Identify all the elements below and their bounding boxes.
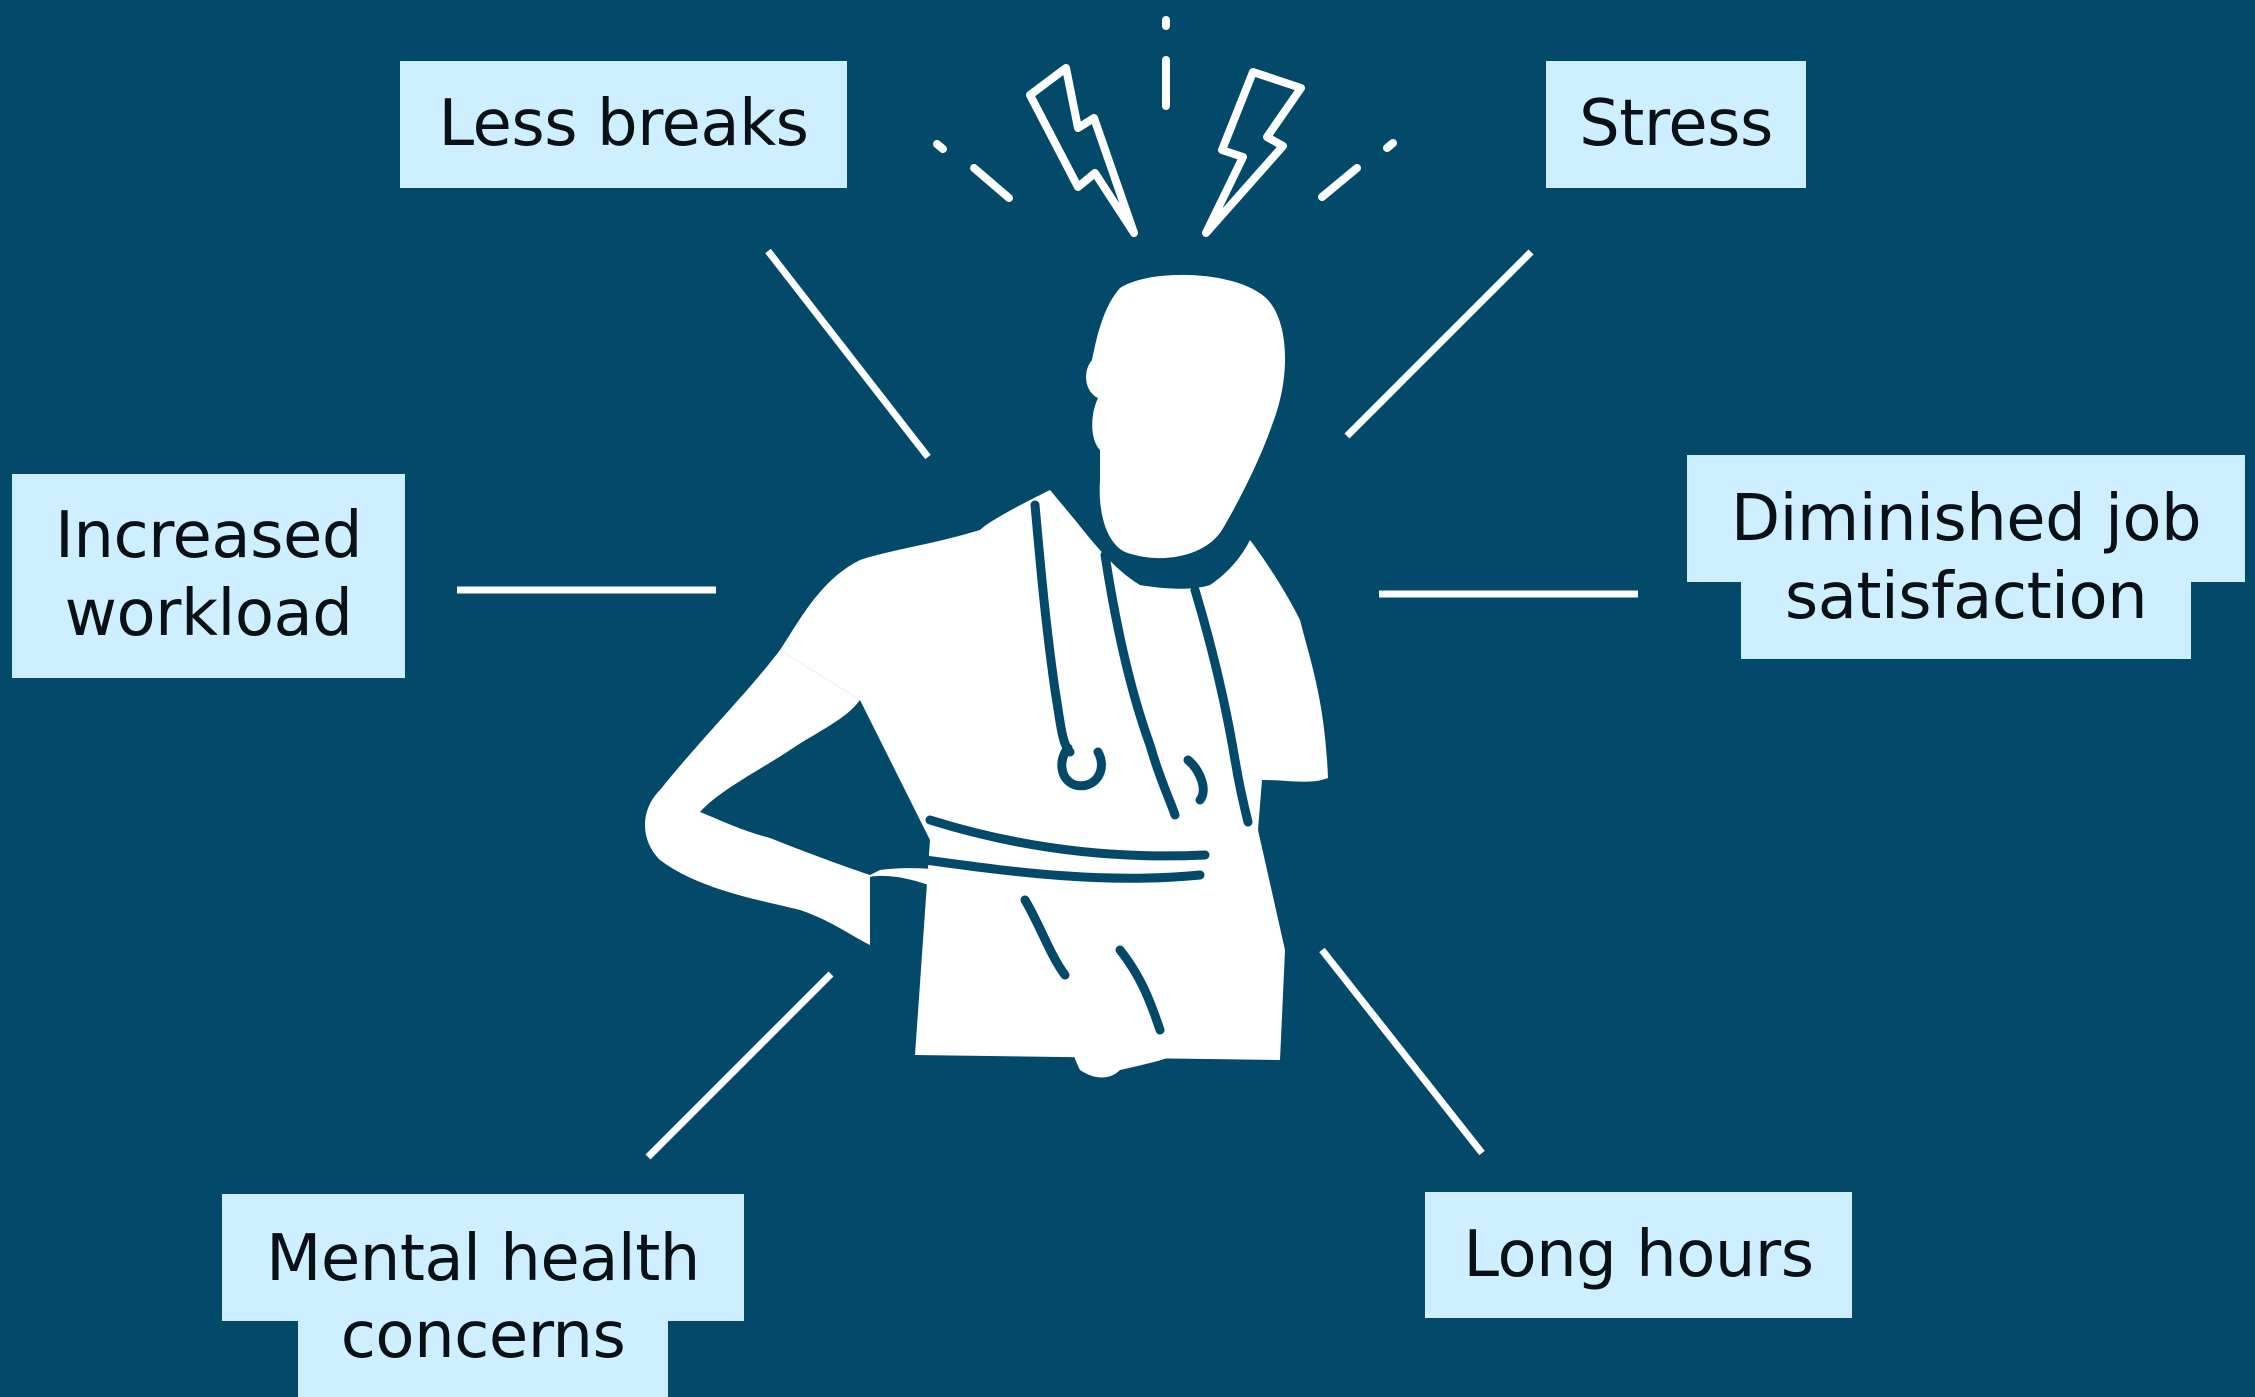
stress-dash-right-1 — [1383, 139, 1397, 152]
lightning-bolt-icon — [1202, 68, 1305, 237]
label-diminished-line1: Diminished job — [1687, 455, 2245, 582]
connector-long-hours — [1319, 947, 1485, 1156]
label-increased-workload-line2: workload — [12, 574, 405, 678]
label-mental-health-line2: concerns — [298, 1304, 668, 1397]
label-mental-health-line1: Mental health — [222, 1194, 744, 1321]
stressed-healthcare-worker-icon — [645, 274, 1328, 1078]
label-less-breaks: Less breaks — [400, 61, 847, 188]
connector-stress — [1344, 249, 1534, 439]
stress-marks — [933, 16, 1397, 237]
connector-less-breaks — [765, 248, 931, 460]
label-long-hours: Long hours — [1425, 1192, 1852, 1318]
stress-dash-left-2 — [970, 164, 1013, 202]
lightning-bolt-icon — [1026, 64, 1138, 237]
label-stress: Stress — [1546, 61, 1806, 188]
stress-dash-left-1 — [933, 140, 947, 153]
label-diminished-line2: satisfaction — [1741, 565, 2191, 659]
connector-mental — [645, 971, 834, 1160]
label-increased-workload-line1: Increased — [12, 474, 405, 574]
stress-dash-right-2 — [1318, 164, 1361, 201]
